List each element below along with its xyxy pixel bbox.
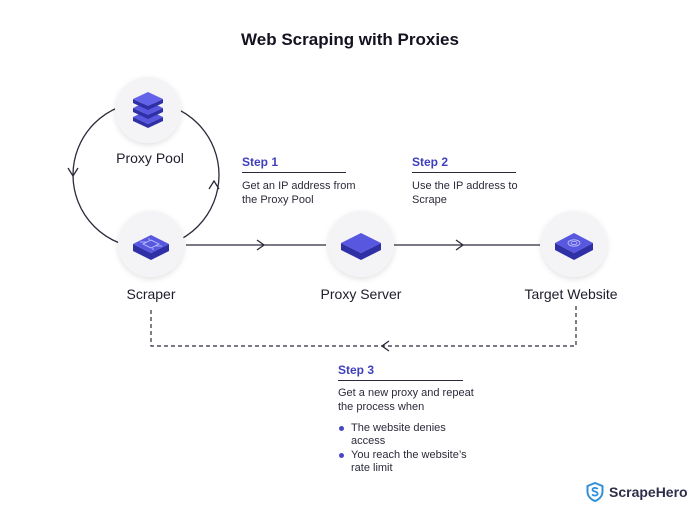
return-dashed-line <box>150 304 577 347</box>
step-2-text-line: Use the IP address to <box>412 180 518 192</box>
step-1-text-line: Get an IP address from <box>242 180 356 192</box>
step-2-text: Use the IP address to Scrape <box>412 179 542 207</box>
scraper-chip-icon <box>133 235 169 260</box>
step-1-title: Step 1 <box>242 155 279 169</box>
brand-logo: ScrapeHero <box>586 482 688 502</box>
scraper-to-proxy-arrow <box>256 239 266 251</box>
step-3-text-line: the process when <box>338 401 425 413</box>
server-icon <box>341 233 381 260</box>
target-website-label: Target Website <box>524 286 618 302</box>
return-arrow <box>380 340 390 352</box>
step-1-text-line: the Proxy Pool <box>242 194 314 206</box>
step-2-text-line: Scrape <box>412 194 447 206</box>
step-2-rule <box>412 172 516 173</box>
scraper-node <box>118 211 184 277</box>
proxy-server-node <box>328 211 394 277</box>
step-2-title: Step 2 <box>412 155 449 169</box>
bullet-icon <box>339 426 344 431</box>
diagram-title: Web Scraping with Proxies <box>241 30 459 49</box>
step-3-title: Step 3 <box>338 363 375 377</box>
shield-icon <box>586 482 604 502</box>
step-1-rule <box>242 172 346 173</box>
condition-text: You reach the website’s <box>351 449 467 461</box>
proxy-pool-node <box>115 77 181 143</box>
step-2-block: Step 2 Use the IP address to Scrape <box>412 155 518 207</box>
step-1-block: Step 1 Get an IP address from the Proxy … <box>242 155 356 207</box>
target-website-node <box>541 211 607 277</box>
step-3-text-line: Get a new proxy and repeat <box>338 387 474 399</box>
bullet-icon <box>339 453 344 458</box>
loop-arrow-up <box>208 179 220 190</box>
step-3-text: Get a new proxy and repeat the process w… <box>338 386 488 414</box>
condition-text: access <box>351 435 386 447</box>
proxy-server-label: Proxy Server <box>320 286 402 302</box>
condition-item: You reach the website’s rate limit <box>338 449 488 475</box>
condition-text: The website denies <box>351 422 446 434</box>
website-icon <box>555 233 593 260</box>
proxy-to-target-arrow <box>455 239 465 251</box>
step-3-conditions: The website denies access You reach the … <box>338 422 488 475</box>
condition-item: The website denies access <box>338 422 488 448</box>
loop-arrow-down <box>67 167 79 178</box>
brand-name: ScrapeHero <box>609 484 688 500</box>
step-1-text: Get an IP address from the Proxy Pool <box>242 179 372 207</box>
server-stack-icon <box>133 92 163 128</box>
condition-text: rate limit <box>351 462 393 474</box>
scraper-label: Scraper <box>126 286 176 302</box>
proxy-pool-label: Proxy Pool <box>116 150 184 166</box>
step-3-rule <box>338 380 463 381</box>
step-3-block: Step 3 Get a new proxy and repeat the pr… <box>338 363 474 476</box>
